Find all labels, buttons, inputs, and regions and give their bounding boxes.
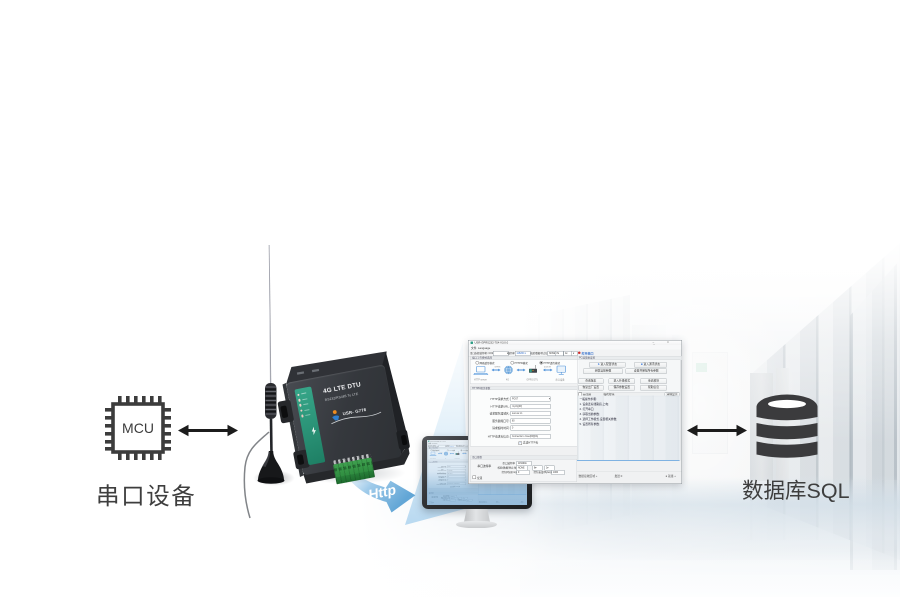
svg-text:USR- G776: USR- G776	[342, 406, 367, 415]
svg-text:4G/LTE: 4G/LTE	[544, 366, 552, 368]
svg-text:GPRS: GPRS	[495, 366, 502, 368]
svg-text:MCU: MCU	[122, 420, 154, 436]
